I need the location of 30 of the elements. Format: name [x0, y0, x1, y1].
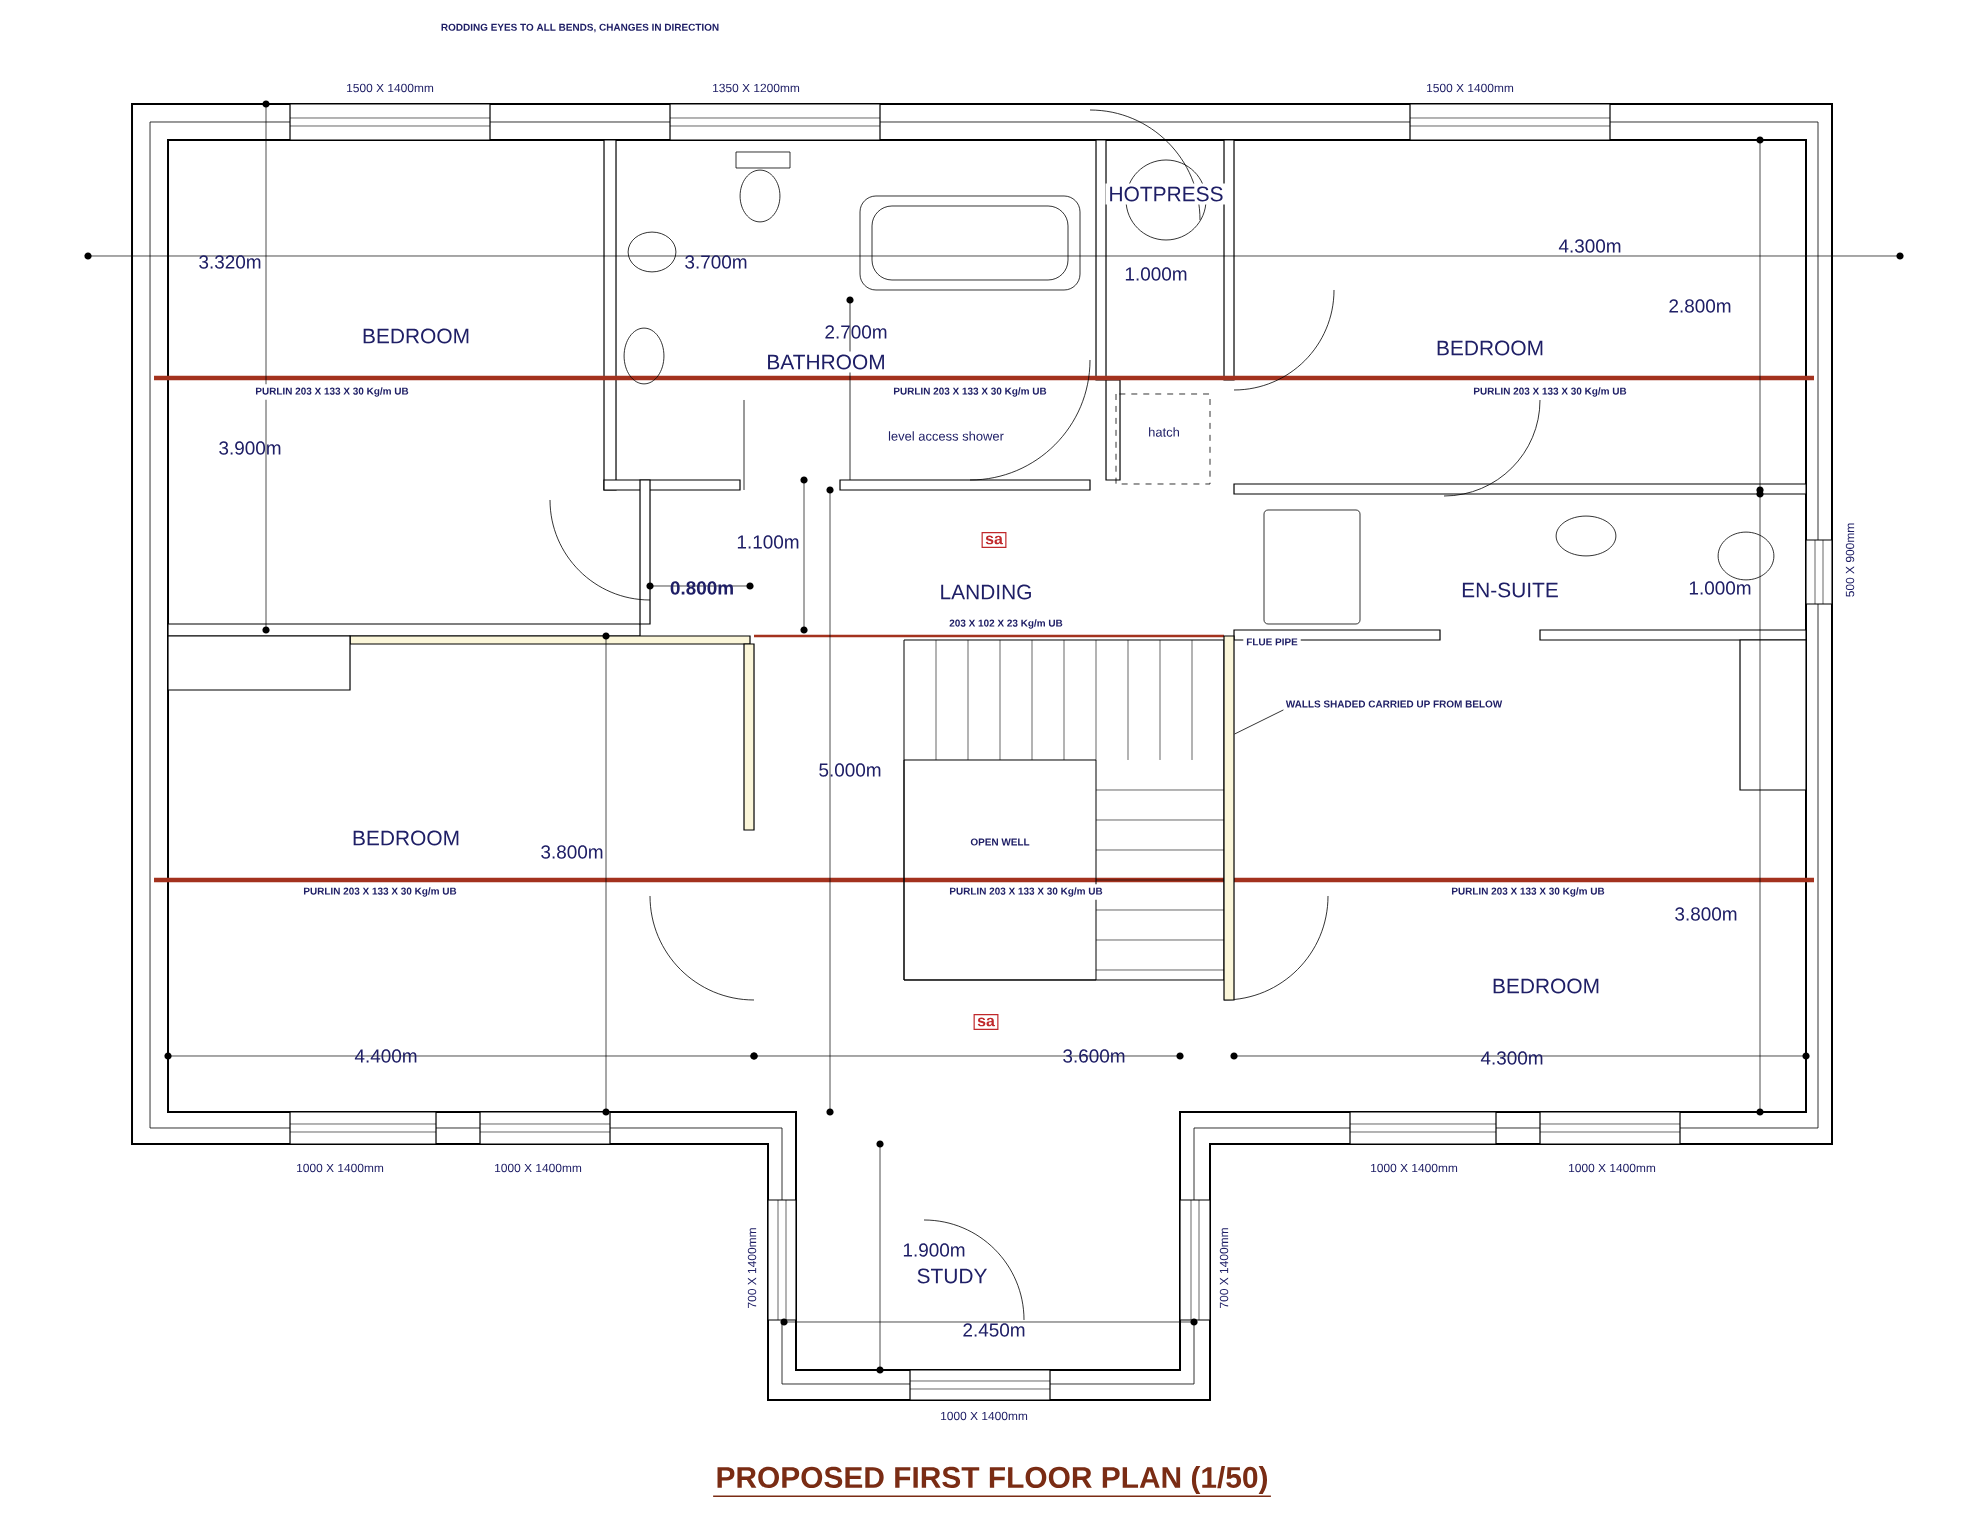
dimension-label: 3.800m — [1675, 907, 1737, 921]
dimension-label: 3.900m — [219, 441, 281, 455]
dimension-label: 5.000m — [819, 763, 881, 777]
room-label: BATHROOM — [763, 351, 889, 373]
dimension-label: 1.000m — [1125, 267, 1187, 281]
room-label: BEDROOM — [1432, 337, 1548, 359]
dimension-label: 4.300m — [1558, 239, 1621, 253]
dimension-label: 4.400m — [354, 1049, 417, 1063]
room-label: BEDROOM — [1488, 975, 1604, 997]
room-label: HOTPRESS — [1105, 183, 1227, 205]
dimension-label: 2.450m — [963, 1323, 1025, 1337]
dimension-label: 3.320m — [199, 255, 261, 269]
dimension-label: 4.300m — [1480, 1051, 1543, 1065]
dimension-label: 3.800m — [541, 845, 603, 859]
shaded-wall — [1223, 635, 1235, 1001]
title: PROPOSED FIRST FLOOR PLAN (1/50) — [717, 1466, 1267, 1494]
room-label: BEDROOM — [359, 325, 474, 347]
dimension-label: 3.600m — [1063, 1049, 1125, 1063]
dimension-label: 2.800m — [1669, 299, 1731, 313]
dimension-label: 2.700m — [825, 325, 887, 339]
room-label: LANDING — [936, 581, 1036, 603]
leader-line — [1234, 709, 1284, 735]
dimension-label: 3.700m — [685, 255, 747, 269]
dimension-label: 1.100m — [737, 535, 799, 549]
dimension-label: 1.000m — [1689, 581, 1751, 595]
room-label: EN-SUITE — [1458, 579, 1562, 601]
room-label: STUDY — [913, 1265, 991, 1287]
dimension-label: 0.800m — [670, 581, 733, 595]
dimension-label: 1.900m — [903, 1243, 965, 1257]
room-label: BEDROOM — [349, 827, 464, 849]
